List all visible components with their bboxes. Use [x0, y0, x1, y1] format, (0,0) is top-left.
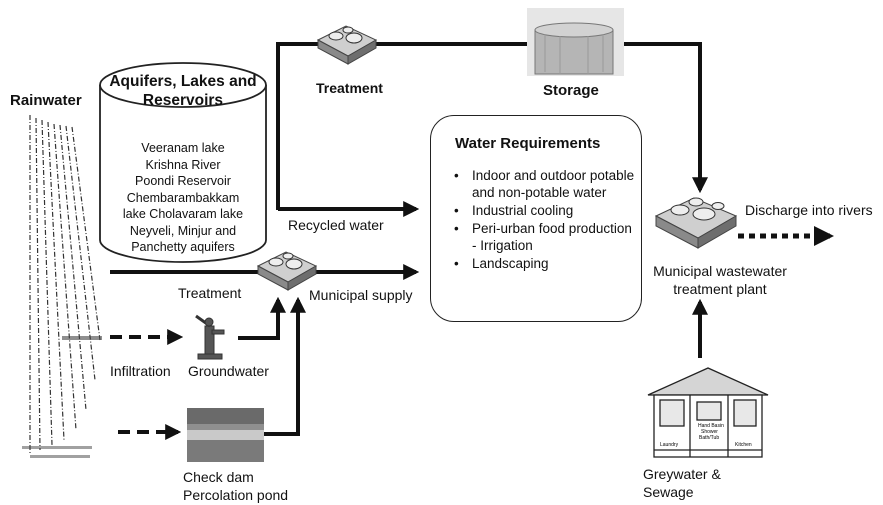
house-sign-bath: Bath/Tub: [699, 435, 719, 441]
house-sign-basin: Hand Basin: [698, 423, 724, 429]
rain-streaks: [29, 115, 101, 455]
municipal-supply-label: Municipal supply: [309, 287, 413, 303]
groundwater-arrow: [238, 296, 286, 340]
bullet-icon: •: [454, 221, 459, 236]
recycled-loop-line: [276, 42, 700, 210]
top-treatment-unit-icon: [316, 25, 378, 65]
water-requirements-box: [430, 115, 642, 322]
water-requirements-list: • Indoor and outdoor potable and non-pota…: [452, 167, 637, 273]
requirement-item: • Industrial cooling: [452, 202, 637, 219]
bullet-icon: •: [454, 256, 459, 271]
greywater-label-line: Sewage: [643, 484, 694, 500]
check-dam-label: Check dam Percolation pond: [183, 468, 288, 504]
bullet-icon: •: [454, 203, 459, 218]
storage-tank-image: [527, 8, 624, 76]
requirement-text: Indoor and outdoor potable and non-potab…: [472, 168, 635, 200]
requirement-item: • Peri-urban food production - Irrigation: [452, 220, 637, 254]
check-dam-label-line: Percolation pond: [183, 487, 289, 503]
bottom-treatment-label: Treatment: [178, 285, 242, 301]
rain-puddle-dots: [22, 336, 102, 458]
source-item: Panchetty aquifers: [131, 240, 235, 254]
check-dam-image: [187, 408, 264, 462]
source-list: Veeranam lake Krishna River Poondi Reser…: [108, 140, 258, 256]
source-item: lake Cholavaram lake: [122, 207, 244, 221]
house-sign-laundry: Laundry: [660, 442, 679, 448]
wastewater-plant-icon: [654, 197, 738, 249]
source-item: Veeranam lake: [141, 141, 225, 155]
greywater-label-line: Greywater &: [643, 466, 721, 482]
storage-label: Storage: [543, 82, 599, 99]
requirement-text: Peri-urban food production - Irrigation: [472, 221, 632, 253]
source-item: Neyveli, Minjur and: [129, 223, 237, 238]
house-icon: [647, 367, 769, 458]
top-treatment-label: Treatment: [316, 80, 383, 96]
bullet-icon: •: [454, 168, 459, 183]
reservoir-cylinder: [99, 62, 267, 263]
source-item: Chembarambakkam: [126, 190, 240, 205]
requirement-text: Landscaping: [472, 256, 549, 271]
infiltration-label: Infiltration: [110, 363, 171, 379]
discharge-label: Discharge into rivers: [745, 202, 873, 218]
check-dam-label-line: Check dam: [183, 469, 254, 485]
source-title: Aquifers, Lakes and Reservoirs: [109, 73, 257, 109]
source-item: Krishna River: [145, 157, 221, 172]
requirement-text: Industrial cooling: [472, 203, 574, 218]
wastewater-plant-label-line: Municipal wastewater: [653, 263, 787, 279]
check-dam-arrow: [262, 296, 306, 436]
water-requirements-title: Water Requirements: [455, 135, 601, 152]
groundwater-label: Groundwater: [188, 363, 269, 379]
source-item: Poondi Reservoir: [135, 174, 231, 188]
bottom-treatment-unit-icon: [256, 251, 318, 291]
hand-pump-icon: [195, 314, 225, 360]
requirement-item: • Landscaping: [452, 255, 637, 272]
wastewater-plant-label-line: treatment plant: [673, 281, 767, 297]
wastewater-plant-label: Municipal wastewater treatment plant: [640, 262, 800, 298]
recycled-water-label: Recycled water: [288, 217, 384, 233]
requirement-item: • Indoor and outdoor potable and non-pota…: [452, 167, 637, 201]
house-sign-kitchen: Kitchen: [735, 442, 752, 448]
house-sign-shower: Shower: [701, 429, 718, 435]
rainwater-label: Rainwater: [10, 92, 82, 109]
greywater-label: Greywater & Sewage: [643, 465, 721, 501]
